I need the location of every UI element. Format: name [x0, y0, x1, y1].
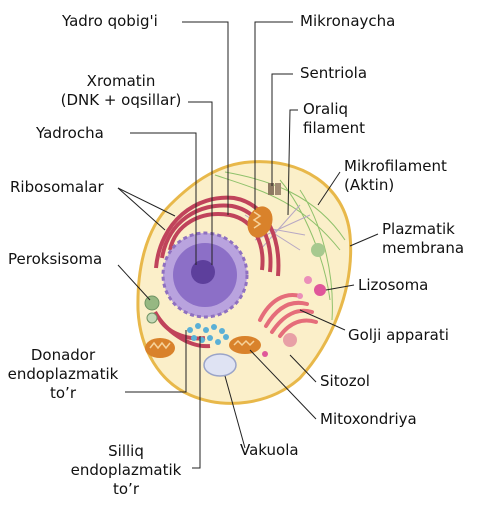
vesicle-shape: [311, 243, 325, 257]
label-intermediate-filament: Oraliq filament: [303, 100, 365, 138]
label-ribosomes: Ribosomalar: [10, 178, 104, 196]
label-centriole: Sentriola: [300, 64, 368, 82]
label-golgi: Golji apparati: [348, 326, 449, 344]
label-smooth-er-line2: endoplazmatik: [70, 461, 182, 479]
label-rough-er-line1: Donador: [30, 346, 96, 364]
centriole-shape: [268, 183, 274, 195]
lysosome-shape: [304, 276, 312, 284]
peroxisome-shape: [144, 295, 160, 311]
label-chromatin: Xromatin (DNK + oqsillar): [55, 72, 187, 110]
vesicle-shape: [262, 351, 268, 357]
label-chromatin-line1: Xromatin: [86, 72, 156, 90]
label-rough-er-line2: endoplazmatik: [7, 365, 119, 383]
label-smooth-er-line1: Silliq: [108, 442, 144, 460]
nucleolus-shape: [191, 260, 215, 284]
vacuole-shape: [203, 353, 237, 377]
microfilament-fiber: [224, 171, 346, 241]
label-nuclear-envelope: Yadro qobig'i: [62, 12, 158, 30]
label-microfilament-line2: (Aktin): [344, 176, 395, 194]
label-smooth-er-line3: to’r: [113, 480, 139, 498]
label-vacuole: Vakuola: [240, 441, 299, 459]
label-chromatin-line2: (DNK + oqsillar): [60, 91, 182, 109]
label-peroxisome: Peroksisoma: [8, 250, 103, 268]
label-microfilament-line1: Mikrofilament: [344, 157, 447, 175]
microfilament-fiber: [214, 174, 341, 251]
label-rough-er: Donador endoplazmatik to’r: [2, 346, 124, 403]
label-rough-er-line3: to’r: [50, 384, 76, 402]
leader-lines: [117, 21, 379, 469]
mitochondrion-shape: [229, 336, 261, 354]
label-microfilament: Mikrofilament (Aktin): [344, 157, 447, 195]
microfilament-fiber: [299, 189, 333, 321]
label-intermediate-filament-line1: Oraliq: [303, 100, 349, 118]
mitochondrion-shape: [145, 338, 175, 358]
label-nucleolus: Yadrocha: [36, 124, 104, 142]
lysosome-shape: [297, 293, 303, 299]
label-mitochondrion: Mitoxondriya: [320, 410, 417, 428]
lysosome-shape: [314, 284, 326, 296]
label-cytosol: Sitozol: [320, 372, 370, 390]
label-intermediate-filament-line2: filament: [303, 119, 366, 137]
mitochondrion-shape: [247, 206, 273, 238]
vesicle-shape: [283, 333, 297, 347]
label-plasma-membrane: Plazmatik membrana: [382, 220, 464, 258]
centriole-shape: [275, 183, 281, 195]
rough-er-group: [153, 195, 281, 349]
label-smooth-er: Silliq endoplazmatik to’r: [62, 442, 190, 499]
label-plasma-membrane-line2: membrana: [382, 239, 465, 257]
golgi-shape: [258, 293, 318, 338]
label-plasma-membrane-line1: Plazmatik: [382, 220, 455, 238]
peroxisome-shape: [146, 312, 158, 324]
label-lysosome: Lizosoma: [358, 276, 429, 294]
label-microtubule: Mikronaycha: [300, 12, 396, 30]
